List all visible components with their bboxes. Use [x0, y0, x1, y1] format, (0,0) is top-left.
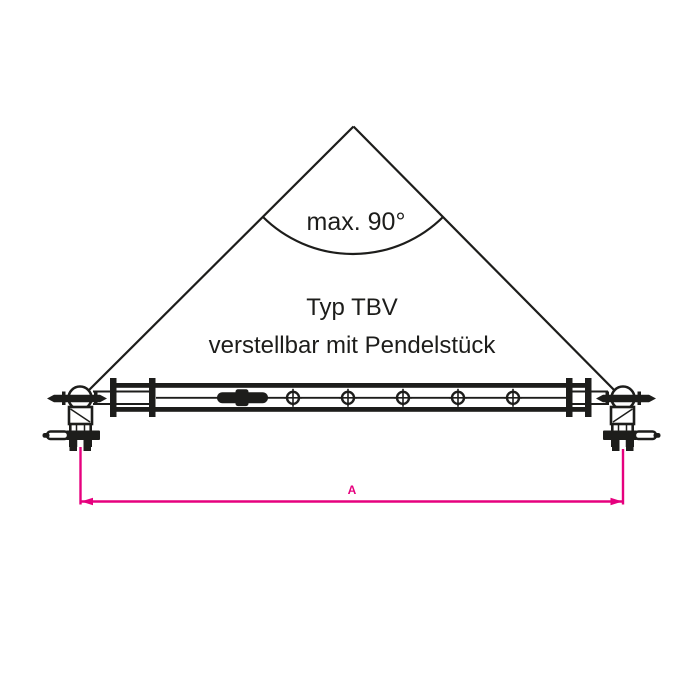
adjustment-holes	[284, 388, 522, 407]
fitting-body-chamfer	[612, 408, 633, 423]
pendulum-pin	[45, 430, 70, 441]
pivot-pin	[47, 394, 107, 403]
pendulum-pin-tip	[42, 433, 50, 438]
swing-lines	[78, 125, 625, 401]
mounting-foot	[626, 440, 634, 451]
adjustment-hole	[394, 388, 412, 407]
fitting-body-chamfer	[70, 408, 91, 423]
mounting-foot	[83, 440, 91, 451]
pin-washer	[62, 391, 66, 405]
dimension-arrow-right	[610, 497, 623, 506]
rod-assembly	[93, 378, 608, 417]
tube-flange-2	[149, 378, 156, 417]
pivot-pin	[596, 394, 656, 403]
end-fitting-right	[596, 385, 661, 451]
swing-line-right	[352, 125, 625, 401]
angle-arc	[261, 215, 445, 256]
angle-label: max. 90°	[306, 208, 406, 236]
swing-line-left	[78, 125, 355, 401]
subtitle-label: verstellbar mit Pendelstück	[208, 332, 496, 359]
pin-washer	[637, 391, 641, 405]
dimension-group	[79, 447, 625, 506]
adjustment-hole	[284, 388, 302, 407]
adjustment-hole	[339, 388, 357, 407]
tube-flange-1	[110, 378, 117, 417]
turnbuckle-collar	[235, 389, 249, 407]
tube-bottom-edge	[116, 407, 590, 412]
cross-pin-block	[66, 430, 100, 440]
cross-pin-block	[603, 430, 637, 440]
dimension-arrow-left	[81, 497, 93, 506]
mounting-foot	[69, 440, 77, 451]
tube-flange-4	[585, 378, 592, 417]
turnbuckle-body	[217, 389, 268, 407]
adjustment-hole	[449, 388, 467, 407]
pendulum-pin	[633, 430, 658, 441]
adjustment-hole	[504, 388, 522, 407]
tube-flange-3	[566, 378, 573, 417]
pendulum-pin-tip	[653, 433, 661, 438]
mounting-foot	[612, 440, 620, 451]
type-label: Typ TBV	[306, 294, 398, 321]
end-fitting-left	[42, 385, 107, 451]
tube-top-edge	[116, 383, 590, 388]
pin-washer	[94, 391, 98, 405]
pin-washer	[605, 391, 609, 405]
rod-lines	[93, 390, 608, 405]
dimension-label: A	[347, 483, 357, 497]
